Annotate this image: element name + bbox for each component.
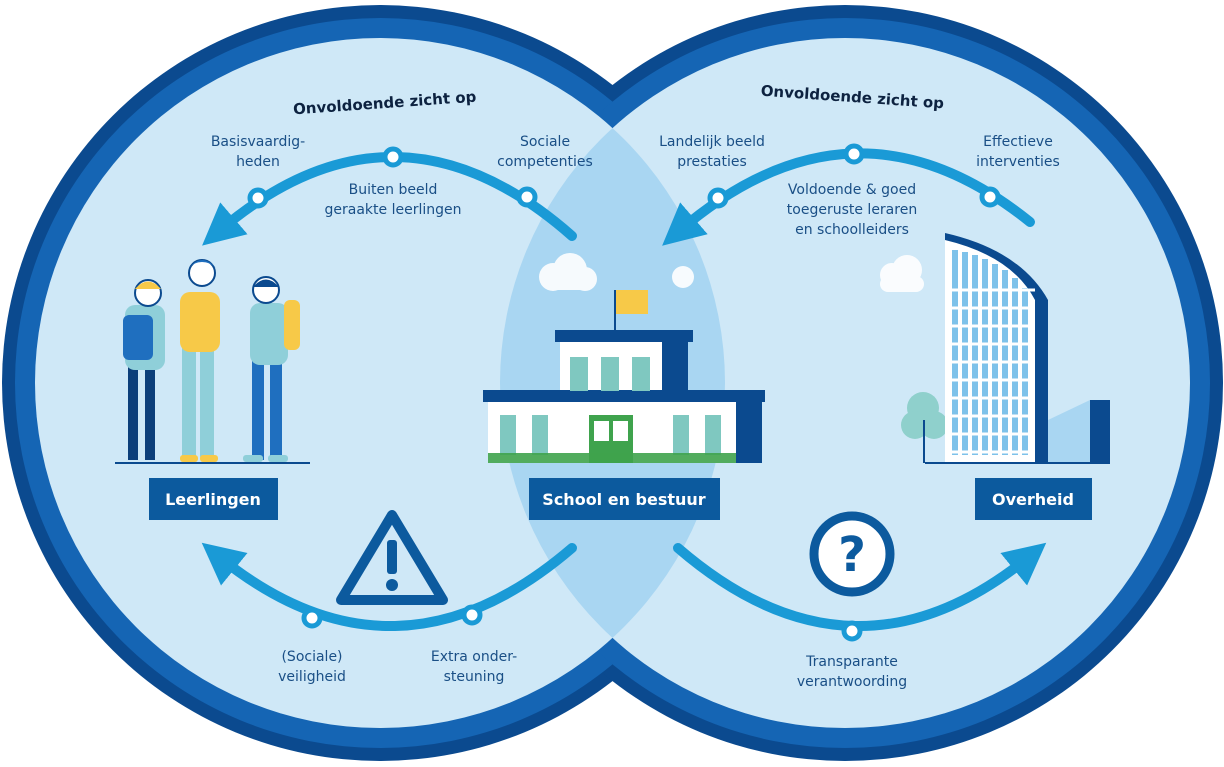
label-voldoende-1: Voldoende & goed — [788, 182, 916, 198]
arrow-top-right — [662, 143, 1035, 246]
node-buiten-beeld — [382, 146, 404, 168]
label-basisvaardigheden-2: heden — [236, 154, 280, 170]
node-landelijk — [707, 187, 729, 209]
school-label: School en bestuur — [542, 490, 706, 509]
student-icon — [123, 279, 165, 460]
overheid-label: Overheid — [992, 490, 1074, 509]
label-extra-ondersteuning-2: steuning — [444, 669, 505, 685]
label-buiten-beeld-2: geraakte leerlingen — [325, 202, 462, 218]
question-circle-icon: ? — [809, 511, 895, 597]
label-box-overheid: Overheid — [975, 478, 1092, 520]
flag-icon — [616, 290, 648, 314]
arrow-bottom-left — [201, 542, 577, 632]
label-buiten-beeld-1: Buiten beeld — [349, 182, 438, 198]
label-transparante-2: verantwoording — [797, 674, 907, 690]
label-sociale-veiligheid-2: veiligheid — [278, 669, 346, 685]
clouds — [539, 253, 924, 292]
label-voldoende-3: en schoolleiders — [795, 222, 909, 238]
label-sociale-comp-2: competenties — [497, 154, 593, 170]
label-transparante-1: Transparante — [805, 654, 898, 670]
arrow-top-left — [202, 146, 577, 246]
label-effectieve-1: Effectieve — [983, 134, 1053, 150]
warning-triangle-icon — [336, 510, 448, 605]
arrow-bottom-right — [673, 542, 1047, 642]
node-transparante — [841, 620, 863, 642]
node-basisvaardigheden — [247, 187, 269, 209]
label-box-school: School en bestuur — [529, 478, 720, 520]
student-icon — [180, 259, 220, 462]
label-landelijk-1: Landelijk beeld — [659, 134, 765, 150]
cloud-icon — [539, 253, 597, 291]
node-voldoende — [843, 143, 865, 165]
svg-text:?: ? — [838, 527, 866, 583]
cloud-icon — [880, 255, 924, 292]
node-sociale-veiligheid — [301, 607, 323, 629]
students-illustration — [115, 259, 310, 464]
label-basisvaardigheden-1: Basisvaardig- — [211, 134, 305, 150]
cloud-icon — [672, 266, 694, 288]
government-illustration — [901, 233, 1110, 464]
school-illustration — [483, 290, 765, 463]
label-sociale-comp-1: Sociale — [520, 134, 570, 150]
node-sociale-competenties — [516, 186, 538, 208]
label-extra-ondersteuning-1: Extra onder- — [431, 649, 517, 665]
student-icon — [243, 276, 300, 462]
label-voldoende-2: toegeruste leraren — [787, 202, 917, 218]
label-box-leerlingen: Leerlingen — [149, 478, 278, 520]
label-effectieve-2: interventies — [976, 154, 1060, 170]
leerlingen-label: Leerlingen — [165, 490, 261, 509]
label-landelijk-2: prestaties — [677, 154, 747, 170]
label-sociale-veiligheid-1: (Sociale) — [281, 649, 342, 665]
node-extra-ondersteuning — [461, 604, 483, 626]
node-effectieve — [979, 186, 1001, 208]
